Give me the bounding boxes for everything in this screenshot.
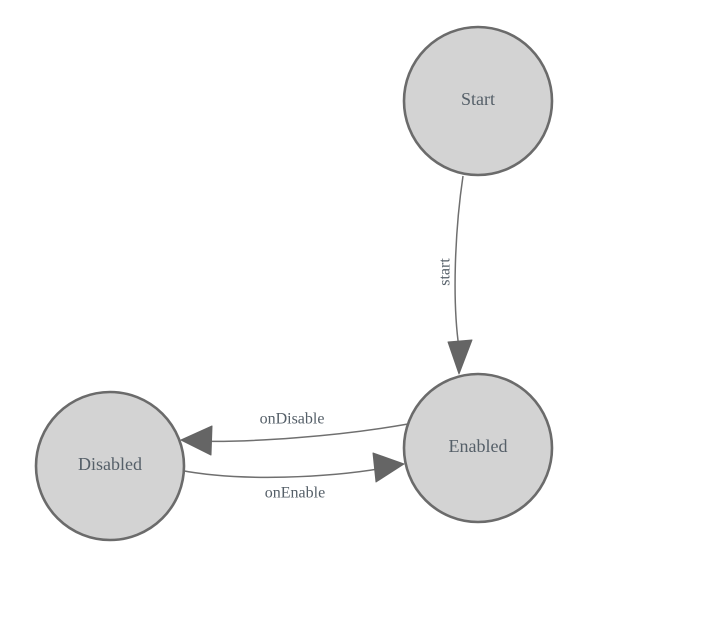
state-node-disabled-circle [34, 390, 186, 542]
edge-start-to-enabled-arrowhead-icon [447, 339, 473, 375]
state-node-start-circle [402, 25, 554, 177]
state-node-enabled-label: Enabled [449, 436, 508, 456]
state-node-disabled[interactable]: Disabled [34, 390, 186, 542]
edge-start-to-enabled[interactable]: start [437, 175, 473, 375]
edge-disabled-to-enabled-arrowhead-icon [372, 452, 405, 483]
state-node-disabled-label: Disabled [78, 454, 142, 474]
state-node-enabled-circle [402, 372, 554, 524]
edge-enabled-to-disabled-label: onDisable [260, 411, 325, 428]
state-node-enabled[interactable]: Enabled [402, 372, 554, 524]
edge-enabled-to-disabled-arrowhead-icon [180, 425, 213, 456]
state-node-start-label: Start [461, 89, 495, 109]
state-node-start[interactable]: Start [402, 25, 554, 177]
edge-enabled-to-disabled[interactable]: onDisable [180, 411, 409, 456]
edge-disabled-to-enabled-path [178, 466, 391, 479]
edge-disabled-to-enabled-label: onEnable [265, 485, 325, 502]
edge-enabled-to-disabled-path [191, 423, 409, 443]
edge-disabled-to-enabled[interactable]: onEnable [178, 452, 405, 502]
edge-start-to-enabled-path [454, 175, 464, 349]
edge-start-to-enabled-label: start [437, 258, 454, 286]
